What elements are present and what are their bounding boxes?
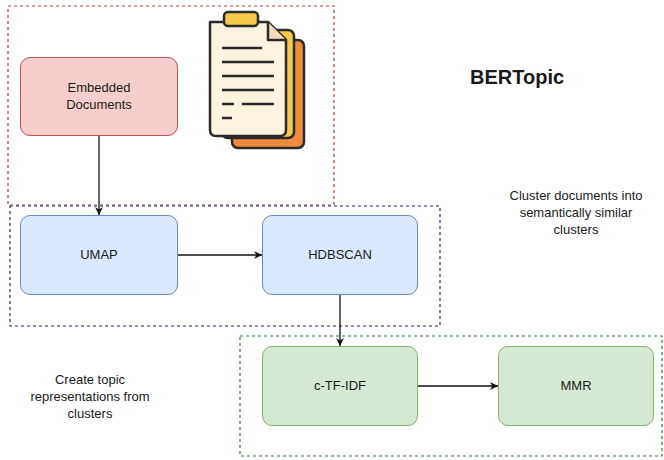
annotation-text: Cluster documents into semantically simi…	[498, 188, 654, 239]
process-box: UMAP	[20, 215, 178, 295]
node-label: c-TF-IDF	[314, 378, 366, 394]
node-label: Embedded Documents	[51, 80, 147, 113]
flow-arrow	[178, 254, 262, 255]
document-icon	[210, 12, 304, 148]
node-label: MMR	[560, 378, 591, 394]
diagram-title: BERTopic	[470, 66, 564, 89]
input-box: Embedded Documents	[20, 57, 178, 136]
node-label: UMAP	[80, 247, 118, 263]
flow-arrow	[339, 295, 340, 346]
group-region	[8, 6, 334, 205]
process-box: HDBSCAN	[262, 215, 418, 295]
process-box: c-TF-IDF	[262, 346, 418, 426]
node-label: HDBSCAN	[308, 247, 372, 263]
flow-arrow	[418, 385, 498, 386]
group-region	[10, 206, 440, 326]
flow-arrow	[98, 136, 99, 215]
group-region	[240, 336, 662, 456]
annotation-text: Create topic representations from cluste…	[30, 372, 150, 423]
process-box: MMR	[498, 346, 654, 426]
